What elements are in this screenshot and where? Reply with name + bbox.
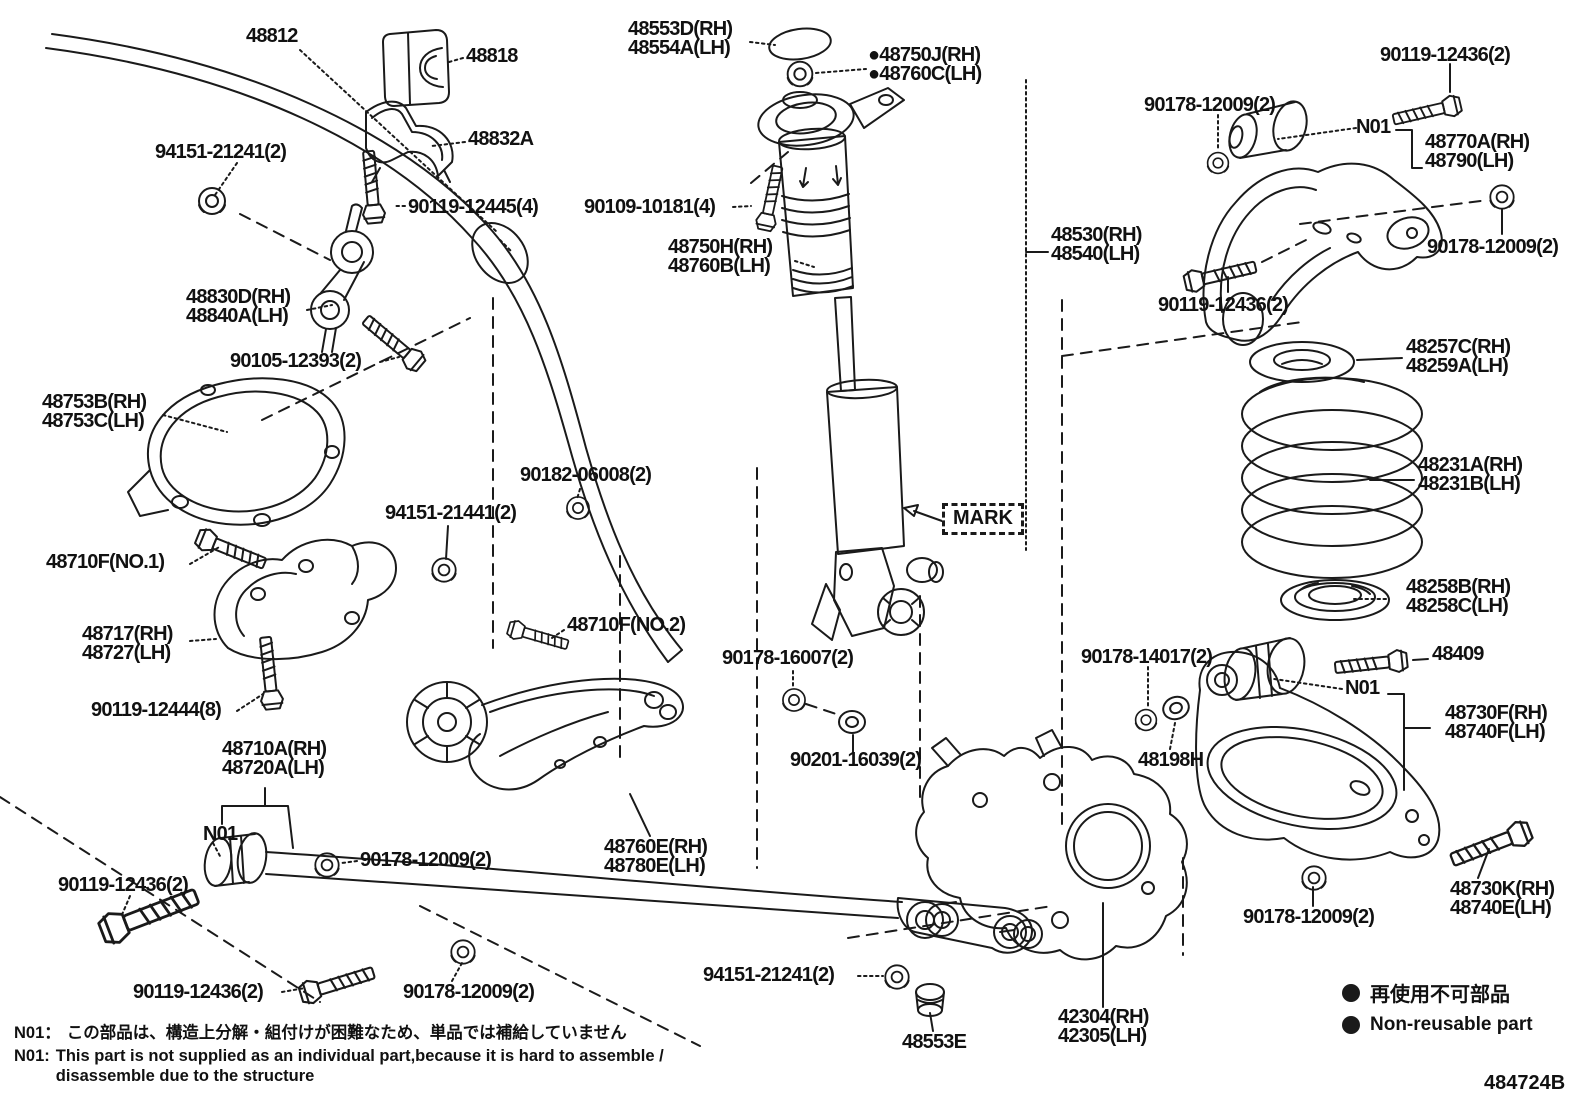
part-label-90178-12009-right: 90178-12009(2) <box>1427 236 1559 258</box>
part-label-48830D: 48830D(RH) 48840A(LH) <box>186 286 291 327</box>
part-label-48717: 48717(RH) 48727(LH) <box>82 623 173 664</box>
part-label-48530: 48530(RH) 48540(LH) <box>1051 224 1142 265</box>
part-label-48750J: ●48750J(RH) ●48760C(LH) <box>868 44 982 85</box>
upper-arm-drawing <box>1202 100 1443 346</box>
part-label-90201-16039: 90201-16039(2) <box>790 749 922 771</box>
part-label-48770A: 48770A(RH) 48790(LH) <box>1425 131 1530 172</box>
footnote-en: N01: This part is not supplied as an ind… <box>14 1047 774 1086</box>
part-label-48257C: 48257C(RH) 48259A(LH) <box>1406 336 1511 377</box>
legend-text-en: Non-reusable part <box>1370 1014 1533 1035</box>
footnote-jp: N01： この部品は、構造上分解・組付けが困難なため、単品では補給していません <box>14 1024 774 1043</box>
bump-stop-drawing <box>915 983 945 1017</box>
part-label-90109-10181: 90109-10181(4) <box>584 196 716 218</box>
part-label-90119-12436-topright: 90119-12436(2) <box>1380 44 1511 66</box>
part-label-90119-12444: 90119-12444(8) <box>91 699 222 721</box>
part-label-48553D: 48553D(RH) 48554A(LH) <box>628 18 733 59</box>
part-label-90178-12009-topright: 90178-12009(2) <box>1144 94 1276 116</box>
legend-row-en: Non-reusable part <box>1342 1014 1533 1036</box>
support-bracket-drawing <box>213 538 397 660</box>
footnote-text: この部品は、構造上分解・組付けが困難なため、単品では補給していません <box>66 1024 627 1042</box>
part-label-94151-21441: 94151-21441(2) <box>385 502 517 524</box>
part-label-48832A: 48832A <box>468 128 534 150</box>
legend: 再使用不可部品 Non-reusable part <box>1342 978 1533 1043</box>
footnotes: N01： この部品は、構造上分解・組付けが困難なため、単品では補給していません … <box>14 1024 774 1090</box>
stabilizer-bushing-drawing <box>382 29 450 107</box>
lateral-rod-drawing <box>203 832 1033 954</box>
part-label-90119-12436-bottom: 90119-12436(2) <box>133 981 264 1003</box>
spring-seat-upper-drawing <box>1249 341 1355 383</box>
trailing-arm-drawing <box>406 677 684 791</box>
part-label-90178-16007: 90178-16007(2) <box>722 647 854 669</box>
non-reusable-bullet-icon <box>1342 1016 1360 1034</box>
legend-row-jp: 再使用不可部品 <box>1342 978 1533 1007</box>
part-label-90119-12436-left: 90119-12436(2) <box>58 874 189 896</box>
footnote-label: N01: <box>14 1047 50 1066</box>
spring-seat-lower-drawing <box>1280 579 1390 621</box>
footnote-text: This part is not supplied as an individu… <box>55 1047 664 1085</box>
part-label-42304: 42304(RH) 42305(LH) <box>1058 1006 1149 1047</box>
part-label-48409: 48409 <box>1432 643 1484 665</box>
part-label-48750H: 48750H(RH) 48760B(LH) <box>668 236 773 277</box>
stabilizer-bracket-drawing <box>365 100 454 183</box>
part-label-90178-12009-bottomright: 90178-12009(2) <box>1243 906 1375 928</box>
non-reusable-bullet-icon <box>1342 983 1360 1002</box>
part-label-90178-12009-mid: 90178-12009(2) <box>360 849 492 871</box>
part-label-48760E: 48760E(RH) 48780E(LH) <box>604 836 708 877</box>
part-label-48231A: 48231A(RH) 48231B(LH) <box>1418 454 1523 495</box>
figure-code: 484724B <box>1484 1072 1566 1094</box>
leader-lines-solid <box>221 63 1503 1032</box>
dashed-lines <box>0 151 1489 1047</box>
part-label-48818: 48818 <box>466 45 518 67</box>
part-label-90178-14017: 90178-14017(2) <box>1081 646 1213 668</box>
cover-plate-drawing <box>127 377 346 527</box>
mark-arrow <box>903 504 943 522</box>
part-label-n01-right: N01 <box>1345 677 1380 699</box>
part-label-90119-12445: 90119-12445(4) <box>408 196 539 218</box>
part-label-48198H: 48198H <box>1138 749 1204 771</box>
part-label-90119-12436-center: 90119-12436(2) <box>1158 294 1289 316</box>
part-label-n01-topright: N01 <box>1356 116 1391 138</box>
part-label-48812: 48812 <box>246 25 298 47</box>
part-label-48553E: 48553E <box>902 1031 967 1053</box>
part-label-94151-21241-top: 94151-21241(2) <box>155 141 287 163</box>
part-label-48730F: 48730F(RH) 48740F(LH) <box>1445 702 1548 743</box>
part-label-90178-12009-bottomleft: 90178-12009(2) <box>403 981 535 1003</box>
part-label-94151-21241-bottom: 94151-21241(2) <box>703 964 835 986</box>
part-label-48730K: 48730K(RH) 48740E(LH) <box>1450 878 1555 919</box>
part-label-48710F-no1: 48710F(NO.1) <box>46 551 165 573</box>
part-label-90105-12393: 90105-12393(2) <box>230 350 362 372</box>
part-label-48710A: 48710A(RH) 48720A(LH) <box>222 738 327 779</box>
footnote-label: N01： <box>14 1024 61 1042</box>
part-label-90182-06008: 90182-06008(2) <box>520 464 652 486</box>
stabilizer-link-drawing <box>310 203 374 353</box>
lower-arm-drawing <box>1195 637 1441 861</box>
legend-text-jp: 再使用不可部品 <box>1370 984 1510 1006</box>
part-label-48258B: 48258B(RH) 48258C(LH) <box>1406 576 1511 617</box>
stabilizer-bar <box>45 33 683 663</box>
part-label-48753B: 48753B(RH) 48753C(LH) <box>42 391 147 432</box>
bolt-icons <box>95 92 1536 1007</box>
coil-spring-drawing <box>1241 376 1423 579</box>
mark-callout-box: MARK <box>942 503 1024 535</box>
part-label-n01-left: N01 <box>203 823 238 845</box>
part-label-48710F-no2: 48710F(NO.2) <box>567 614 686 636</box>
leader-lines-dotted <box>120 41 1387 993</box>
shock-absorber-drawing <box>757 27 944 641</box>
